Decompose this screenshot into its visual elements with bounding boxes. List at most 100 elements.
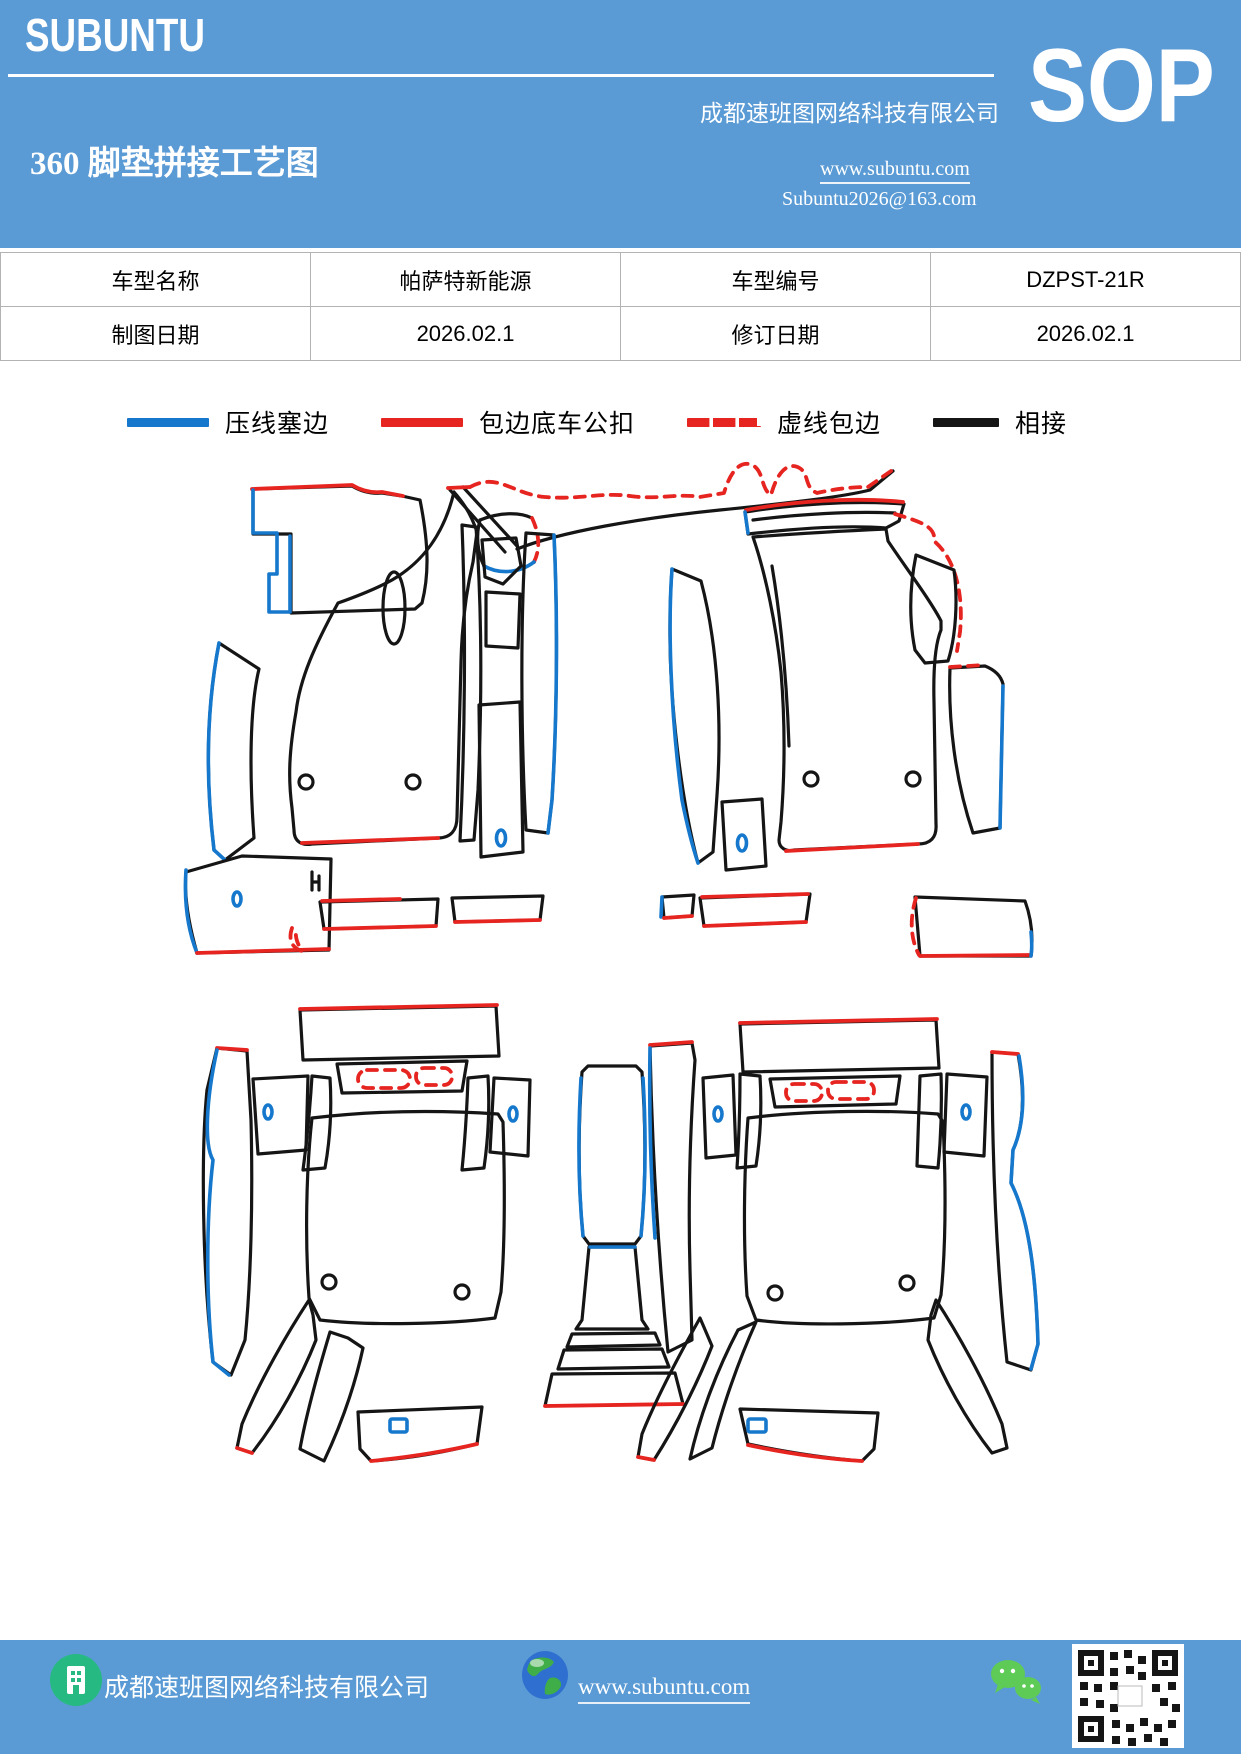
model-name-label: 车型名称 [0, 252, 311, 307]
outline-path [381, 570, 407, 646]
outline-path [577, 1064, 647, 1246]
red-dashed-path [414, 1066, 454, 1087]
blue-edge-path [231, 890, 243, 908]
outline-path [926, 1298, 1009, 1455]
red-edge-path [918, 953, 1033, 958]
blue-edge-path [668, 567, 700, 865]
footer-website-link[interactable]: www.subuntu.com [578, 1674, 751, 1704]
legend-item-join: 相接 [933, 404, 1067, 440]
blue-edge-path [546, 533, 559, 835]
outline-path [251, 484, 429, 615]
model-code-label: 车型编号 [620, 252, 931, 307]
diagram-rear-right-section [636, 1017, 1040, 1463]
red-dashed-path [356, 1068, 412, 1090]
diagram-center-tunnel [543, 1064, 685, 1408]
red-dashed-path [468, 461, 893, 500]
outline-path [688, 1320, 758, 1461]
blue-edge-path [494, 828, 508, 848]
outline-path [738, 1407, 880, 1463]
red-dashed-path [288, 926, 304, 953]
header-email: Subuntu2026@163.com [782, 188, 977, 210]
outline-path [477, 700, 525, 859]
header-divider [8, 74, 994, 77]
outline-path [565, 1331, 662, 1349]
outline-path [450, 894, 545, 924]
outline-path [288, 490, 479, 847]
wechat-icon [991, 1660, 1041, 1704]
red-line-swatch [381, 417, 464, 427]
blue-edge-path [1009, 1054, 1040, 1371]
legend-label: 压线塞边 [225, 411, 330, 438]
blue-edge-path [388, 1417, 409, 1434]
red-edge-path [700, 892, 810, 928]
red-dashed-swatch [687, 417, 762, 427]
legend-label: 虚线包边 [777, 411, 882, 438]
model-name-value: 帕萨特新能源 [310, 252, 621, 307]
outline-path [648, 1041, 697, 1354]
blue-edge-path [746, 1417, 768, 1434]
outline-path [251, 1074, 310, 1156]
outline-path [206, 641, 261, 862]
building-icon [50, 1654, 102, 1706]
outline-path [458, 523, 483, 843]
red-dashed-path [909, 896, 921, 957]
header-website-link[interactable]: www.subuntu.com [820, 158, 970, 184]
outline-path [915, 1072, 943, 1170]
red-edge-path [453, 918, 542, 924]
draw-date-label: 制图日期 [0, 306, 311, 361]
black-line-swatch [933, 417, 1000, 427]
outline-path [742, 1109, 947, 1326]
red-edge-path [195, 947, 331, 955]
red-edge-path [784, 842, 920, 853]
table-row: 制图日期 2026.02.1 修订日期 2026.02.1 [0, 306, 1241, 361]
red-edge-path [320, 897, 438, 931]
outline-path [453, 1283, 471, 1301]
diagram-front-left-mat [183, 461, 895, 955]
outline-path [574, 1245, 650, 1331]
model-code-value: DZPST-21R [930, 252, 1241, 307]
outline-path [904, 770, 922, 788]
red-edge-path [990, 1050, 1020, 1056]
blue-edge-path [998, 684, 1005, 830]
red-edge-path [648, 1040, 694, 1047]
revise-date-label: 修订日期 [620, 306, 931, 361]
outline-path [735, 1072, 763, 1170]
red-edge-path [746, 1443, 864, 1463]
blue-edge-path [205, 1048, 231, 1377]
qr-code [1072, 1644, 1184, 1748]
legend-item-press-edge: 压线塞边 [127, 404, 329, 440]
red-edge-path [744, 497, 905, 512]
blue-edge-path [712, 1105, 724, 1123]
outline-path [320, 1273, 338, 1291]
outline-path [515, 469, 895, 551]
blue-edge-path [960, 1103, 972, 1121]
outline-path [701, 1073, 738, 1160]
outline-path [751, 510, 897, 522]
outline-path [301, 1074, 333, 1172]
blue-edge-path [1029, 930, 1034, 958]
blue-edge-path [251, 488, 292, 614]
table-row: 车型名称 帕萨特新能源 车型编号 DZPST-21R [0, 252, 1241, 307]
draw-date-value: 2026.02.1 [310, 306, 621, 361]
brand-logo: SUBUNTU [25, 9, 205, 61]
footer-company-name: 成都速班图网络科技有限公司 [104, 1675, 430, 1702]
outline-path [310, 870, 321, 892]
blue-edge-path [647, 1046, 657, 1240]
outline-path [668, 567, 721, 865]
outline-path [404, 773, 422, 791]
outline-path [942, 1072, 989, 1158]
outline-path [183, 854, 333, 955]
outline-path [738, 1018, 941, 1074]
blue-edge-path [262, 1103, 274, 1121]
page-title: 360 脚垫拼接工艺图 [30, 146, 319, 182]
outline-path [909, 553, 958, 665]
page-header: SUBUNTU 成都速班图网络科技有限公司 SOP 360 脚垫拼接工艺图 ww… [0, 0, 1241, 248]
outline-path [636, 1316, 714, 1462]
outline-path [356, 1405, 484, 1463]
outline-path [743, 500, 906, 536]
red-edge-path [738, 1017, 939, 1025]
outline-path [460, 1074, 491, 1172]
outline-path [802, 770, 820, 788]
red-edge-path [369, 1442, 479, 1463]
outline-path [898, 1274, 916, 1292]
